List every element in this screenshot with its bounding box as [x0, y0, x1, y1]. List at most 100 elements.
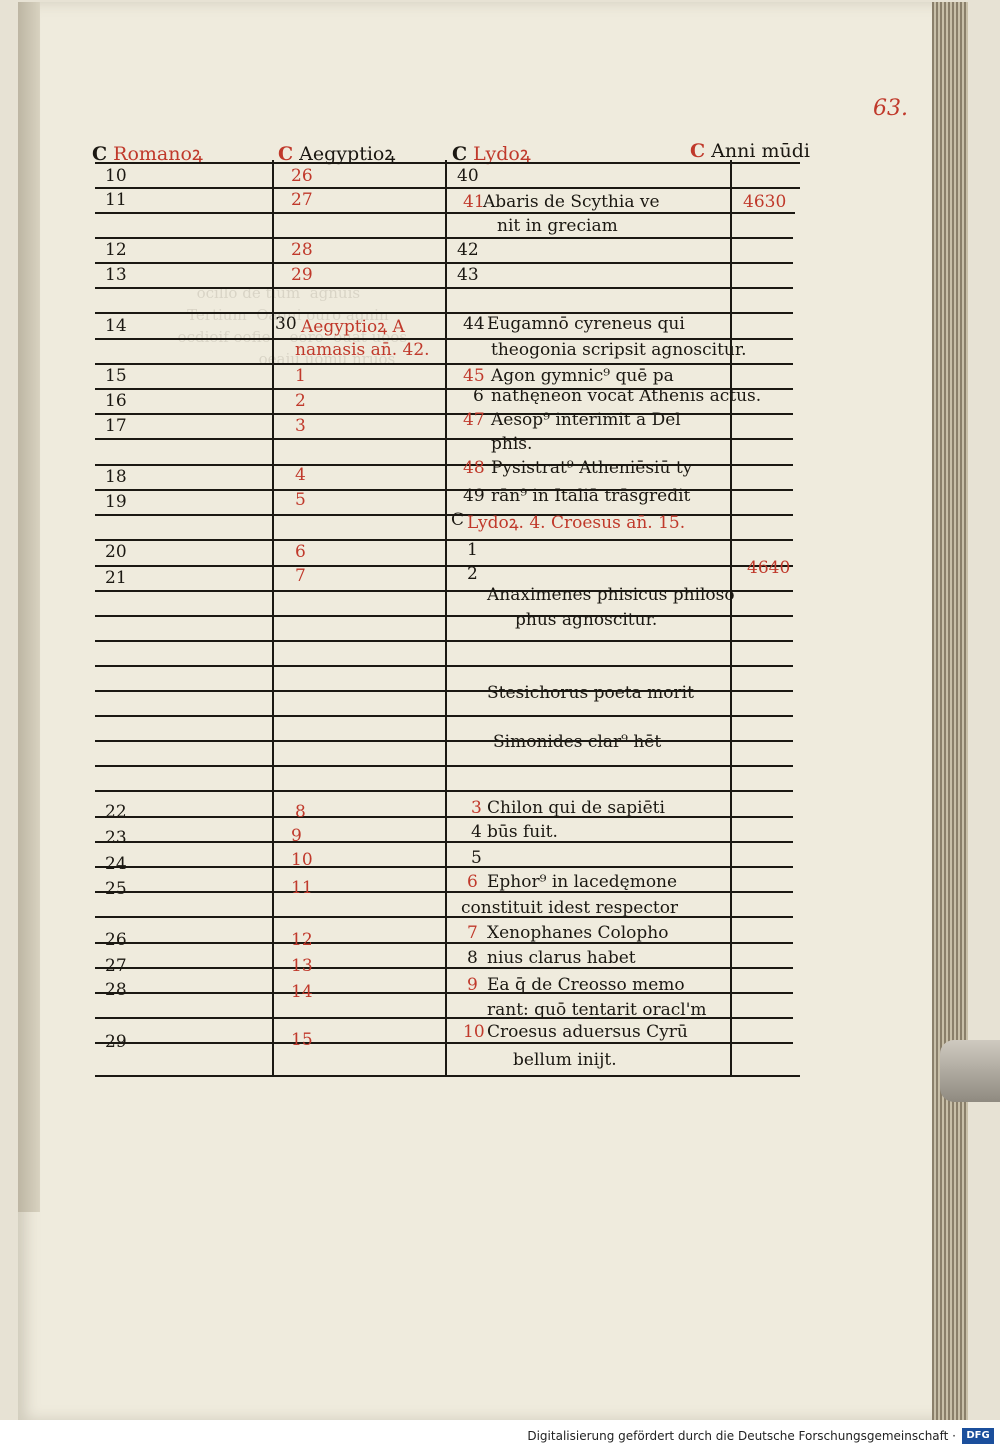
romanorum-year: 20: [105, 542, 127, 562]
event-entry: bellum inijt.: [513, 1050, 617, 1070]
aegypt-year: 12: [291, 930, 313, 950]
row-rule: [95, 640, 793, 642]
aegypt-year: 15: [291, 1030, 313, 1050]
romanorum-year: 12: [105, 240, 127, 260]
row-rule: [95, 338, 793, 340]
row-rule: [95, 388, 793, 390]
event-entry: Ephor⁹ in lacedęmone: [487, 872, 678, 892]
lydorum-year: 44: [463, 314, 485, 334]
romanorum-year: 24: [105, 854, 127, 874]
romanorum-year: 29: [105, 1032, 127, 1052]
event-entry: Croesus aduersus Cyrū: [487, 1022, 688, 1042]
book-clasp: [940, 1040, 1000, 1102]
aegypt-year: 11: [291, 878, 313, 898]
row-rule: [95, 715, 793, 717]
row-rule: [95, 438, 793, 440]
aegypt-year: 7: [295, 566, 306, 586]
lydorum-year: 10: [463, 1022, 485, 1042]
romanorum-year: 28: [105, 980, 127, 1000]
event-entry: Agon gymnic⁹ quē pa: [491, 366, 674, 386]
row-rule: [95, 312, 793, 314]
lydorum-year: 42: [457, 240, 479, 260]
column-rule: [730, 160, 732, 1075]
anni-mundi-value: 4640: [747, 558, 791, 578]
lydorum-year: 8: [467, 948, 478, 968]
event-entry: phis.: [491, 434, 533, 454]
event-entry: constituit idest respector: [461, 898, 679, 918]
event-entry: Chilon qui de sapiēti: [487, 798, 665, 818]
aegypt-year: 27: [291, 190, 313, 210]
lydorum-year: 1: [467, 540, 478, 560]
event-entry: Simonides clar⁹ hēt: [493, 732, 662, 752]
row-rule: [95, 690, 793, 692]
aegypt-year: 1: [295, 366, 306, 386]
aegypt-heading-line2: namasis an̄. 42.: [295, 340, 430, 360]
row-rule: [95, 1042, 793, 1044]
row-rule: [95, 565, 793, 567]
row-rule: [95, 665, 793, 667]
pilcrow-icon: C: [278, 143, 294, 165]
aegypt-year: 2: [295, 391, 306, 411]
row-rule: [95, 212, 795, 214]
lydorum-year: 41: [463, 192, 485, 212]
event-entry: Xenophanes Colopho: [487, 923, 669, 943]
row-rule: [95, 790, 793, 792]
event-entry: Eugamnō cyreneus qui: [487, 314, 685, 334]
event-entry: theogonia scripsit agnoscitur.: [491, 340, 747, 360]
footer-bar: Digitalisierung gefördert durch die Deut…: [0, 1420, 1000, 1454]
lydorum-heading: Lydoꝝ. 4. Croesus an̄. 15.: [467, 513, 686, 533]
event-entry: Stesichorus poeta morit: [487, 683, 694, 703]
aegypt-year: 8: [295, 802, 306, 822]
row-rule: [95, 514, 793, 516]
lydorum-year: 6: [473, 386, 484, 406]
folio-number: 63.: [873, 96, 908, 121]
romanorum-year: 27: [105, 956, 127, 976]
row-rule: [95, 287, 793, 289]
lydorum-year: 40: [457, 166, 479, 186]
anni-mundi-value: 4630: [743, 192, 787, 212]
pilcrow-icon: C: [451, 510, 465, 530]
romanorum-year: 15: [105, 366, 127, 386]
row-rule: [95, 816, 793, 818]
aegypt-year: 13: [291, 956, 313, 976]
pilcrow-icon: C: [92, 143, 108, 165]
row-rule: [95, 765, 793, 767]
romanorum-year: 11: [105, 190, 127, 210]
event-entry: nathęneon vocāt Athenis actus.: [491, 386, 762, 406]
event-entry: Pysistrat⁹ Atheniēsiū ty: [491, 458, 693, 478]
romanorum-year: 14: [105, 316, 127, 336]
facing-page-edge: [18, 2, 40, 1212]
header-aegyptiorum: C Aegyptioꝝ: [278, 143, 396, 165]
romanorum-year: 19: [105, 492, 127, 512]
romanorum-year: 16: [105, 391, 127, 411]
header-anni-mundi: C Anni mūdi: [690, 140, 810, 162]
row-rule: [95, 237, 793, 239]
aegypt-year: 6: [295, 542, 306, 562]
event-entry: nius clarus habet: [487, 948, 636, 968]
event-entry: Aesop⁹ interimit a Del: [491, 410, 681, 430]
pilcrow-icon: C: [690, 140, 706, 162]
column-rule: [445, 160, 447, 1075]
row-rule: [95, 413, 793, 415]
lydorum-year: 6: [467, 872, 478, 892]
row-rule: [95, 262, 793, 264]
event-entry: Abaris de Scythia ve: [483, 192, 660, 212]
lydorum-year: 2: [467, 564, 478, 584]
aegypt-heading-line1: Aegyptioꝝ A: [301, 317, 405, 337]
page-stack-edge: [932, 2, 968, 1422]
row-rule: [95, 1075, 800, 1077]
row-rule: [95, 162, 800, 164]
row-rule: [95, 489, 793, 491]
event-entry: būs fuit.: [487, 822, 558, 842]
row-rule: [95, 841, 793, 843]
row-rule: [95, 992, 793, 994]
aegypt-year: 9: [291, 826, 302, 846]
event-entry: rān⁹ in Italiā trāsgredit: [491, 486, 691, 506]
event-entry: Anaximenes phisicus philoso: [487, 585, 735, 605]
row-rule: [95, 967, 793, 969]
row-rule: [95, 1017, 793, 1019]
aegypt-year: 28: [291, 240, 313, 260]
aegypt-year: 5: [295, 490, 306, 510]
romanorum-year: 23: [105, 828, 127, 848]
row-rule: [95, 891, 793, 893]
